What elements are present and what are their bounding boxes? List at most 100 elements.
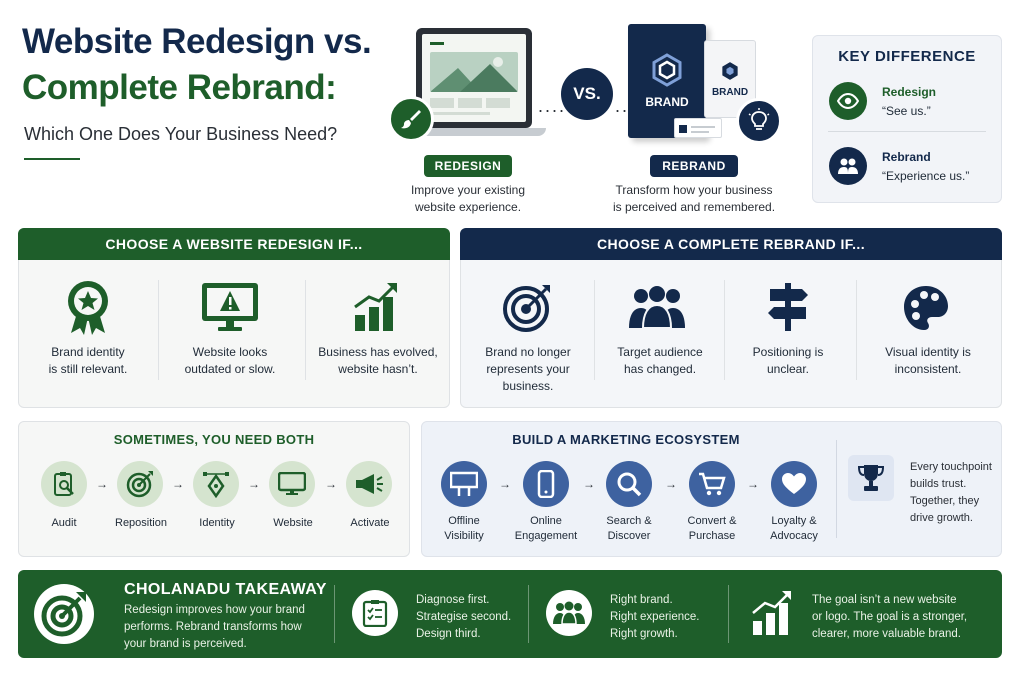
step-identity-label: Identity [199, 517, 235, 529]
eco-step-online-line2: Engagement [514, 530, 578, 542]
rebrand-reason-4-line1: Visual identity is [885, 345, 971, 359]
redesign-reason-3-line2: website hasn’t. [338, 362, 418, 376]
rebrand-reason-1-line1: Brand no longer [485, 345, 571, 359]
key-item-rebrand-name: Rebrand [882, 150, 931, 164]
takeaway-main-text: Redesign improves how your brand perform… [124, 602, 324, 653]
page-title-line1: Website Redesign vs. [22, 22, 372, 61]
takeaway-divider [728, 585, 729, 643]
rebrand-reason-2-line1: Target audience [617, 345, 703, 359]
rebrand-caption-line2: is perceived and remembered. [612, 200, 776, 214]
rebrand-caption: Transform how your business is perceived… [612, 182, 776, 216]
eco-step-offline-line2: Visibility [444, 530, 484, 542]
ecosystem-title: BUILD A MARKETING ECOSYSTEM [512, 432, 740, 447]
dotted-connector-left: .... [538, 96, 567, 116]
signpost-icon [762, 280, 814, 334]
takeaway-banner [18, 570, 1002, 658]
palette-icon [900, 282, 952, 334]
need-both-title: SOMETIMES, YOU NEED BOTH [113, 432, 315, 447]
redesign-reason-3: Business has evolved, website hasn’t. [312, 344, 444, 378]
takeaway-process-line3: Design third. [416, 628, 481, 640]
arrow-right-icon: → [325, 477, 337, 491]
eco-step-offline: Offline Visibility [430, 514, 498, 544]
arrow-right-icon: → [665, 477, 677, 491]
target-icon [500, 280, 556, 334]
arrow-right-icon: → [499, 477, 511, 491]
brand-book-illustration: BRAND [628, 24, 706, 138]
column-divider [856, 280, 857, 380]
monitor-icon [269, 461, 315, 507]
bullseye-icon [34, 584, 94, 644]
rebrand-reason-3: Positioning is unclear. [730, 344, 846, 378]
vs-badge: VS. [561, 68, 613, 120]
growth-bars-icon [748, 588, 796, 638]
column-divider [594, 280, 595, 380]
ecosystem-note: Every touchpoint builds trust. Together,… [910, 459, 1000, 527]
business-card-illustration [674, 118, 722, 138]
takeaway-goal-line1: The goal isn’t a new website [812, 594, 957, 606]
hexagon-logo-small-icon [722, 61, 738, 80]
redesign-if-heading: CHOOSE A WEBSITE REDESIGN IF... [18, 228, 450, 260]
redesign-reason-1-line1: Brand identity [51, 345, 125, 359]
monitor-warning-icon [198, 280, 262, 334]
pen-nib-icon [193, 461, 239, 507]
key-divider [828, 131, 986, 132]
key-difference-title: KEY DIFFERENCE [838, 48, 976, 65]
redesign-pill: REDESIGN [424, 155, 512, 177]
takeaway-goal-line3: clearer, more valuable brand. [812, 628, 961, 640]
redesign-reason-2-line1: Website looks [192, 345, 268, 359]
key-item-rebrand-quote: “Experience us.” [882, 169, 970, 183]
takeaway-right-line2: Right experience. [610, 611, 700, 623]
eco-step-convert: Convert & Purchase [676, 514, 748, 544]
arrow-right-icon: → [248, 477, 260, 491]
ecosystem-note-line4: drive growth. [910, 512, 973, 524]
clipboard-search-icon [41, 461, 87, 507]
takeaway-goal-line2: or logo. The goal is a stronger, [812, 611, 968, 623]
rebrand-reason-4-line2: inconsistent. [894, 362, 962, 376]
takeaway-main-line1: Redesign improves how your brand [124, 604, 305, 616]
lightbulb-icon [736, 98, 782, 144]
column-divider [724, 280, 725, 380]
eco-step-loyalty: Loyalty & Advocacy [758, 514, 830, 544]
key-item-redesign-name: Redesign [882, 85, 937, 99]
eco-step-loyalty-line1: Loyalty & [771, 515, 817, 527]
team-icon [546, 590, 592, 636]
redesign-caption-line1: Improve your existing [410, 183, 526, 197]
arrow-right-icon: → [96, 477, 108, 491]
redesign-caption-line2: website experience. [414, 200, 522, 214]
paintbrush-icon [388, 96, 434, 142]
takeaway-divider [528, 585, 529, 643]
takeaway-main-line2: performs. Rebrand transforms how [124, 621, 302, 633]
takeaway-right-line3: Right growth. [610, 628, 678, 640]
award-ribbon-icon [58, 278, 118, 336]
redesign-reason-3-line1: Business has evolved, [318, 345, 438, 359]
eye-icon [829, 82, 867, 120]
takeaway-process-line2: Strategise second. [416, 611, 512, 623]
arrow-right-icon: → [583, 477, 595, 491]
hexagon-logo-icon [652, 53, 682, 87]
step-activate-label: Activate [350, 517, 390, 529]
takeaway-main-line3: your brand is perceived. [124, 638, 247, 650]
redesign-reason-1-line2: is still relevant. [48, 362, 128, 376]
rebrand-if-heading: CHOOSE A COMPLETE REBRAND IF... [460, 228, 1002, 260]
redesign-reason-2-line2: outdated or slow. [184, 362, 276, 376]
ecosystem-divider [836, 440, 837, 538]
step-reposition-label: Reposition [115, 517, 167, 529]
takeaway-process-line1: Diagnose first. [416, 594, 490, 606]
trophy-icon [848, 455, 894, 501]
step-website-label: Website [273, 517, 313, 529]
cart-icon [689, 461, 735, 507]
laptop-base [404, 128, 546, 136]
takeaway-process-text: Diagnose first. Strategise second. Desig… [416, 592, 526, 643]
arrow-right-icon: → [747, 477, 759, 491]
eco-step-search-line1: Search & [606, 515, 652, 527]
rebrand-reason-1-line3: business. [502, 379, 554, 393]
rebrand-reason-3-line2: unclear. [766, 362, 810, 376]
heart-icon [771, 461, 817, 507]
rebrand-reason-2: Target audience has changed. [602, 344, 718, 378]
rebrand-caption-line1: Transform how your business [615, 183, 773, 197]
landscape-image-icon [430, 57, 518, 92]
card-brand-label: BRAND [711, 86, 749, 98]
redesign-reason-2: Website looks outdated or slow. [170, 344, 290, 378]
ecosystem-note-line3: Together, they [910, 495, 980, 507]
audience-icon [626, 284, 688, 332]
